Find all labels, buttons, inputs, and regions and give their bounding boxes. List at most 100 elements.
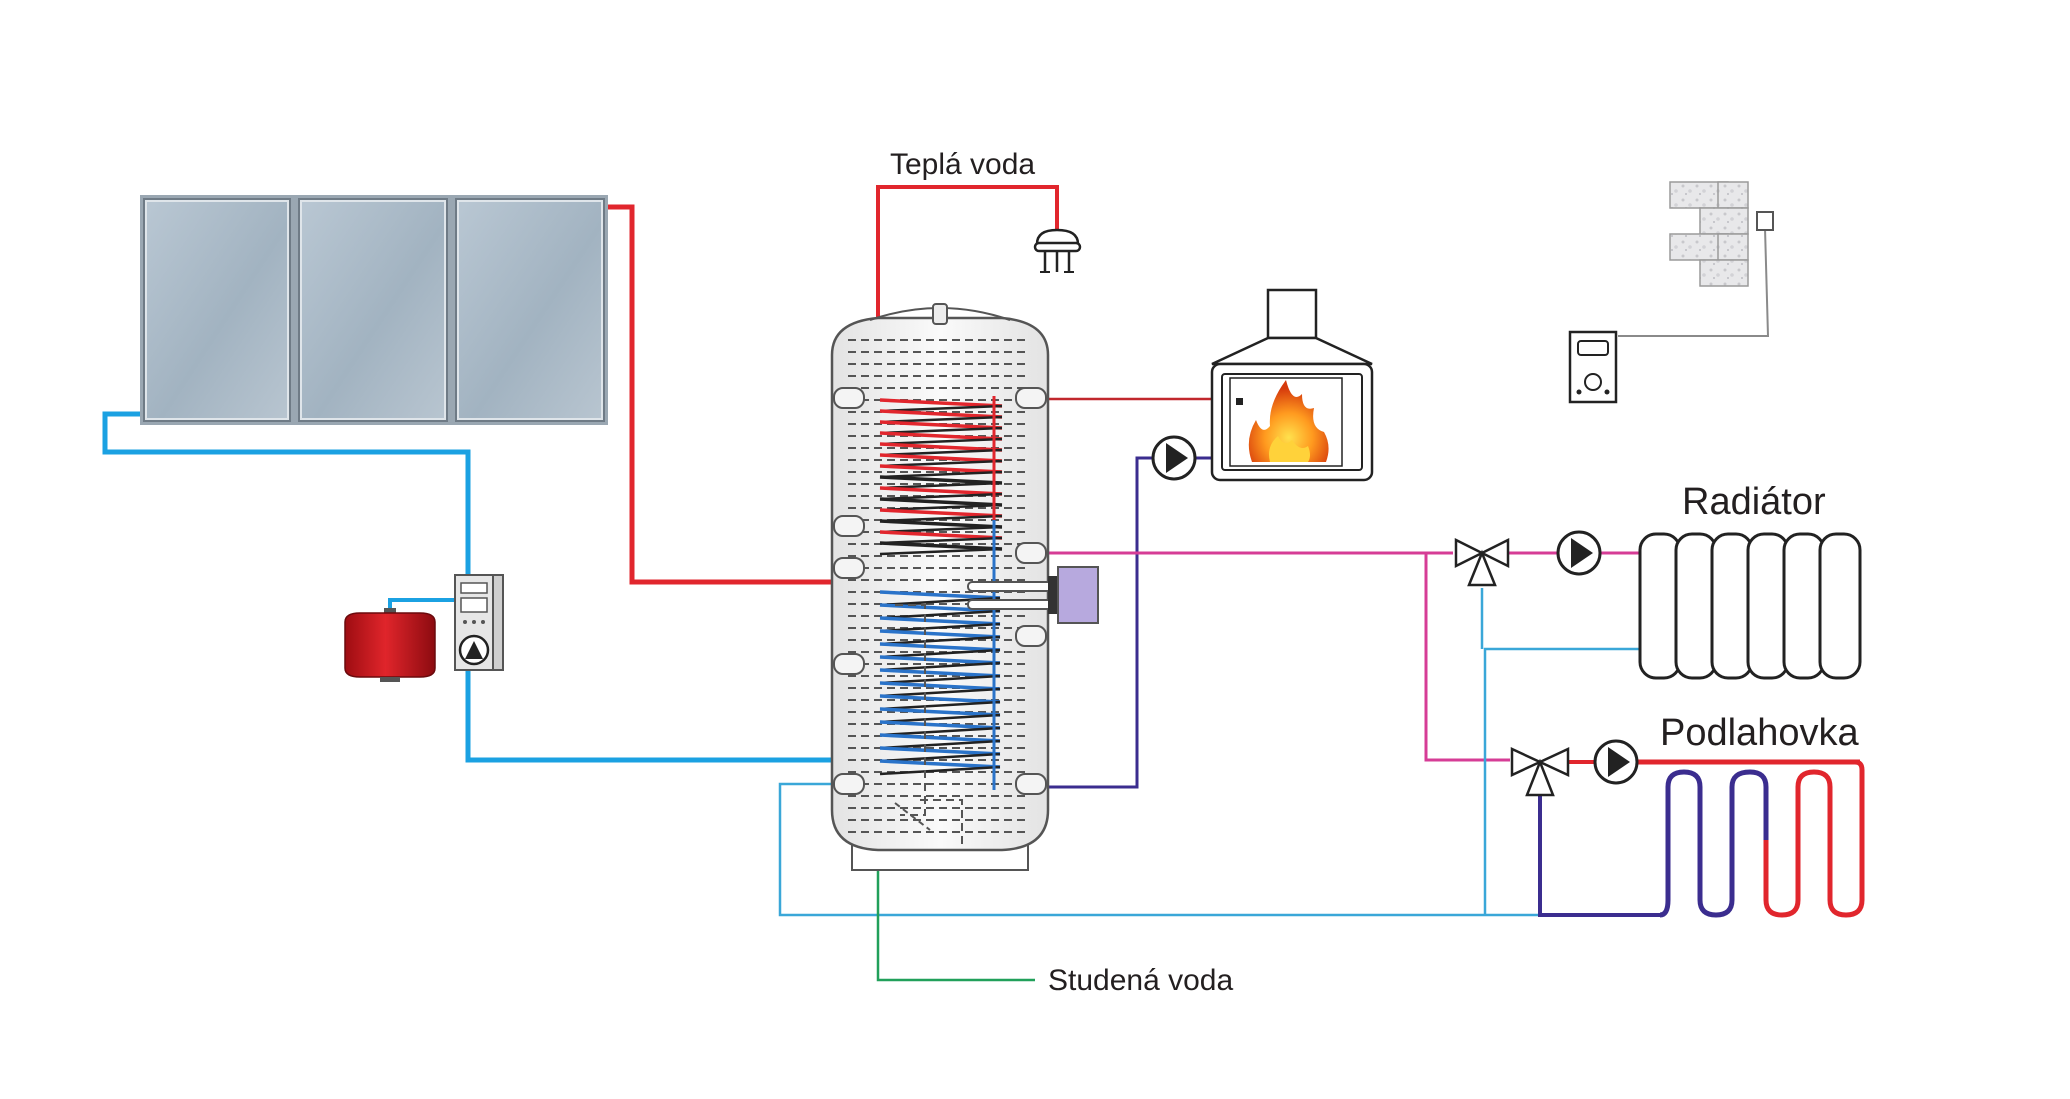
internal-tube-2 [920, 799, 963, 850]
solar-coil-back [879, 765, 1001, 776]
hot-water-coil [879, 396, 1003, 560]
solar-coil-turn [879, 759, 1001, 769]
solar-coil-back [879, 700, 1001, 711]
solar-coil-back [879, 687, 1001, 698]
room-thermostat-icon [1568, 330, 1618, 404]
hot-coil-back [879, 536, 1003, 545]
floor-valve-return [1538, 795, 1660, 917]
solar-coil-back [879, 622, 1001, 633]
solar-panel-3 [455, 198, 605, 422]
hot-coil-turn [879, 519, 1003, 529]
solar-coil-back [879, 713, 1001, 724]
hot-coil-back [879, 448, 1003, 457]
brick-wall-icon [1669, 181, 1774, 287]
fireplace-icon [1210, 288, 1374, 482]
hot-coil-back [879, 459, 1003, 468]
solar-coil-turn [879, 668, 1001, 678]
hot-coil-turn [879, 530, 1003, 540]
hot-coil-turn [879, 409, 1003, 419]
solar-collector-icon [140, 195, 608, 425]
hot-coil-turn [879, 420, 1003, 430]
hot-coil-back [879, 525, 1003, 534]
floor-heating-label: Podlahovka [1660, 712, 1859, 754]
hot-coil-turn [879, 497, 1003, 507]
cold-water-label: Studená voda [1048, 964, 1234, 997]
radiator-icon [1638, 532, 1862, 680]
hot-coil-back [879, 547, 1003, 556]
floor-heating-coil-icon [1659, 759, 1865, 918]
circulation-pump-icon [1556, 530, 1602, 576]
solar-coil-turn [879, 616, 1001, 626]
hot-coil-turn [879, 464, 1003, 474]
solar-coil-back [879, 726, 1001, 737]
three-way-valve-icon [1454, 537, 1570, 797]
solar-coil-back [879, 661, 1001, 672]
heating-return-pipe [778, 782, 1543, 917]
floor-coil-flow [1763, 759, 1865, 918]
solar-coil-turn [879, 590, 1001, 600]
solar-panel-2 [298, 198, 448, 422]
circulation-pump-icon [1593, 739, 1639, 785]
fireplace-return-pipe [1040, 456, 1152, 789]
tank-port-left [833, 515, 865, 537]
hot-coil-back [879, 470, 1003, 479]
hot-coil-back [879, 481, 1003, 490]
solar-panel-1 [143, 198, 291, 422]
hot-coil-turn [879, 508, 1003, 518]
solar-coil-back [879, 752, 1001, 763]
hot-coil-turn [879, 453, 1003, 463]
solar-coil-turn [879, 629, 1001, 639]
hot-coil-turn [879, 398, 1003, 408]
solar-coil-turn [879, 707, 1001, 717]
radiator-section [1638, 532, 1682, 680]
hot-coil-turn [879, 442, 1003, 452]
solar-flow-pipe [608, 204, 878, 585]
solar-coil-back [879, 739, 1001, 750]
solar-coil-back [879, 635, 1001, 646]
floor-mixing-valve [1510, 747, 1570, 797]
radiator-section [1674, 532, 1718, 680]
floor-coil-return [1659, 769, 1769, 918]
solar-coil-turn [879, 720, 1001, 730]
hot-coil-back [879, 503, 1003, 512]
radiator-section [1746, 532, 1790, 680]
radiator-mixing-valve [1454, 537, 1510, 587]
hot-coil-back [879, 426, 1003, 435]
tank-port-left [833, 773, 865, 795]
hot-coil-turn [879, 486, 1003, 496]
solar-coil-turn [879, 642, 1001, 652]
tank-port-right [1015, 542, 1047, 564]
hot-coil-back [879, 415, 1003, 424]
shower-head-icon [1033, 228, 1082, 273]
radiator-section [1782, 532, 1826, 680]
hot-water-label: Teplá voda [890, 148, 1036, 181]
tank-port-left [833, 387, 865, 409]
solar-coil-back [879, 648, 1001, 659]
pump-station-icon [454, 574, 504, 671]
solar-coil-turn [879, 655, 1001, 665]
tank-port-left [833, 557, 865, 579]
internal-diagonal-tube [894, 802, 931, 831]
radiator-label: Radiátor [1682, 481, 1826, 523]
hot-coil-turn [879, 541, 1003, 551]
tank-port-right [1015, 773, 1047, 795]
radiator-return-pipe [1483, 647, 1640, 915]
hot-water-pipe [876, 185, 1059, 398]
tank-connection-ports [833, 387, 1047, 795]
internal-tube [895, 604, 926, 816]
solar-return-pipe [102, 411, 471, 575]
solar-coil-back [879, 609, 1001, 620]
solar-coil-turn [879, 746, 1001, 756]
hot-coil-back [879, 492, 1003, 501]
radiator-section [1710, 532, 1754, 680]
heating-flow-branch [1424, 553, 1510, 762]
hot-coil-turn [879, 431, 1003, 441]
sensor-wire [1618, 227, 1770, 337]
tank-port-right [1015, 625, 1047, 647]
solar-coil-turn [879, 733, 1001, 743]
solar-coil-back [879, 674, 1001, 685]
hot-coil-back [879, 404, 1003, 413]
electric-heater-icon [967, 566, 1099, 624]
solar-coil-turn [879, 694, 1001, 704]
